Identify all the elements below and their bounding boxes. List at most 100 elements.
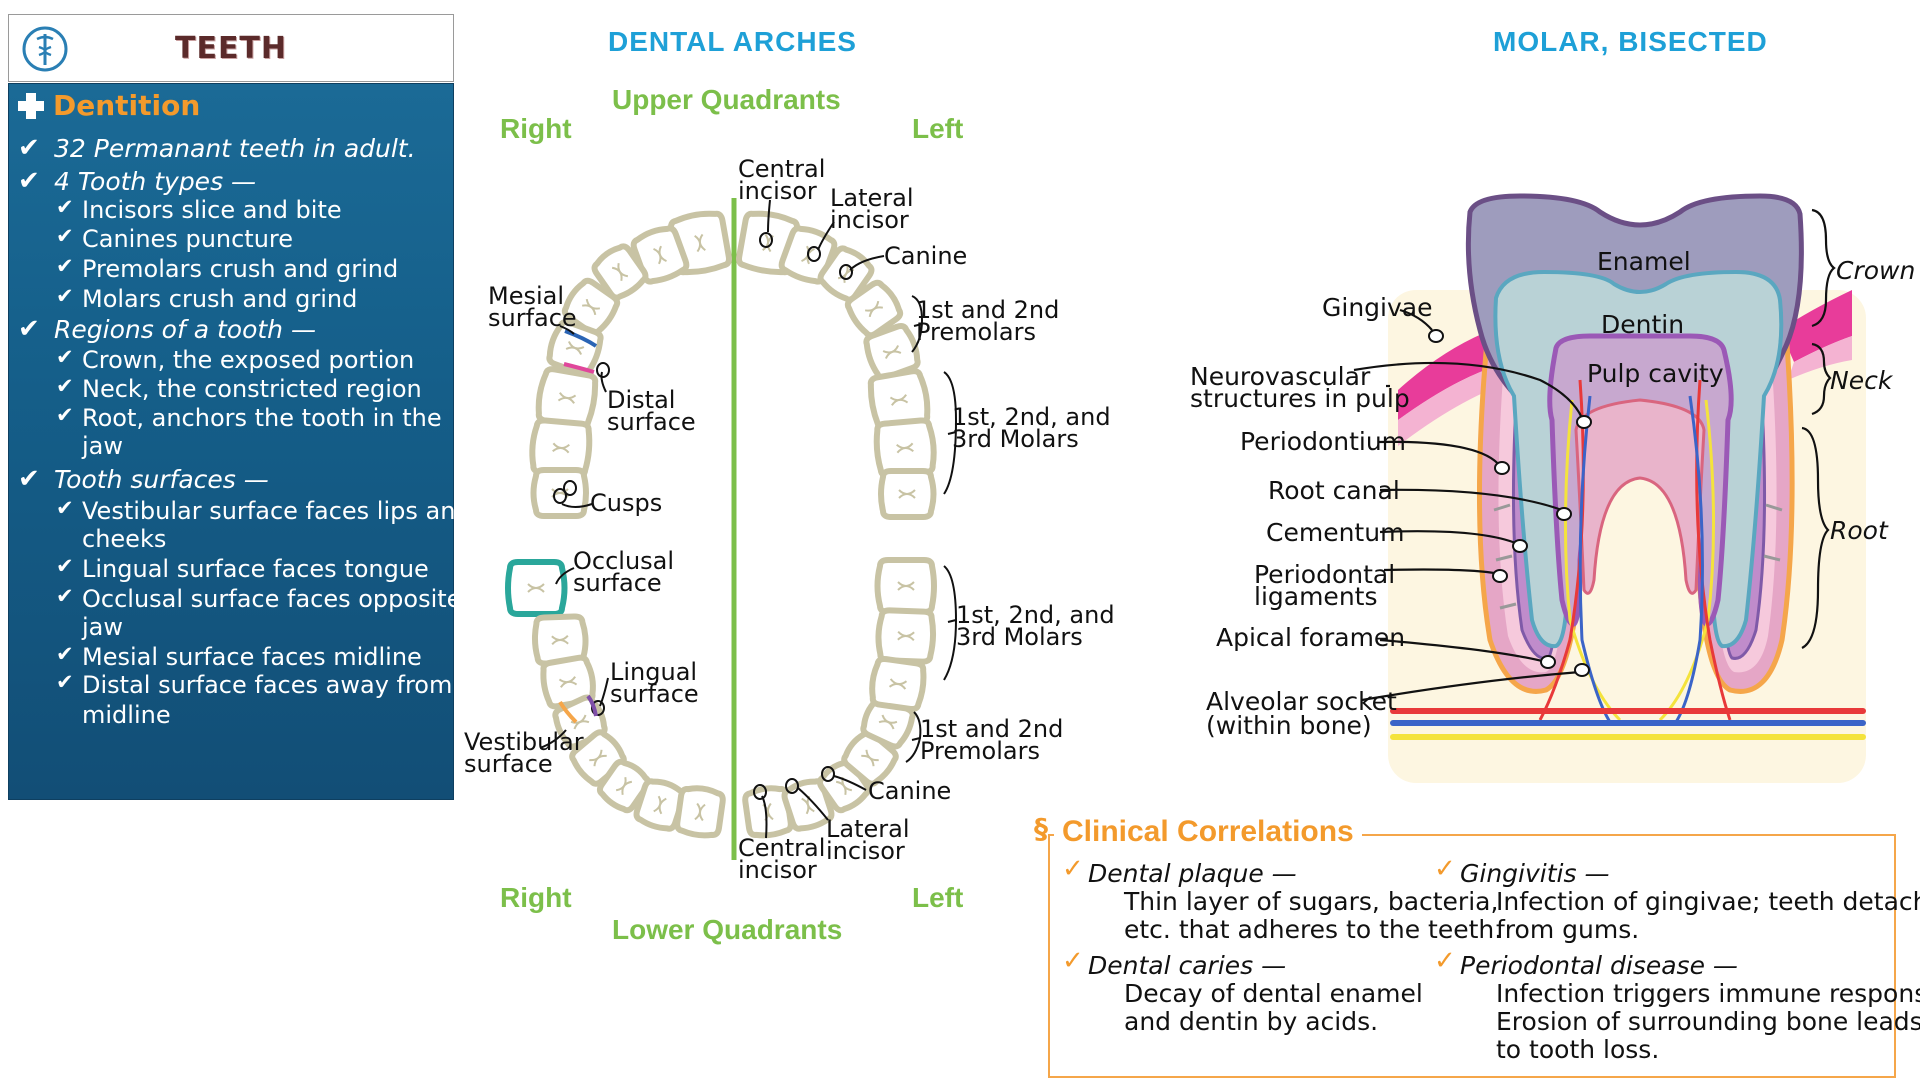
leader-central-incisor-top bbox=[767, 199, 771, 233]
label-canine-bottom: Canine bbox=[868, 777, 952, 805]
note-line: Crown, the exposed portion bbox=[82, 346, 415, 374]
tooth-cusp-mark bbox=[653, 245, 667, 265]
check-icon: ✔ bbox=[56, 345, 74, 369]
label-neck: Neck bbox=[1830, 366, 1893, 395]
check-icon: ✔ bbox=[56, 584, 74, 608]
check-icon: ✔ bbox=[56, 374, 74, 398]
leader-vestibular bbox=[539, 729, 567, 749]
lower-left-label: Left bbox=[912, 882, 964, 913]
bone-vessel-red bbox=[1390, 708, 1866, 714]
note-line: Canines puncture bbox=[82, 225, 294, 253]
vessel-blue bbox=[1578, 395, 1704, 723]
check-icon: ✔ bbox=[18, 166, 40, 196]
tooth-cusp-mark bbox=[565, 341, 585, 355]
gingiva-left bbox=[1398, 333, 1500, 420]
plus-icon bbox=[18, 93, 44, 119]
leader-end bbox=[1576, 415, 1592, 429]
gingiva-right bbox=[1780, 290, 1852, 362]
clinical-description: etc. that adheres to the teeth. bbox=[1124, 915, 1503, 944]
bracket-premolars-top bbox=[911, 295, 924, 353]
check-icon: ✔ bbox=[56, 403, 74, 427]
distal-surface-edge bbox=[563, 362, 595, 374]
clinical-term: Gingivitis — bbox=[1460, 859, 1610, 888]
leader-occlusal bbox=[555, 567, 575, 585]
leader-end bbox=[1556, 507, 1572, 521]
tooth-cusp-mark bbox=[897, 581, 915, 591]
bracket-premolars-bottom bbox=[905, 711, 922, 763]
note-line: 4 Tooth types — bbox=[54, 167, 257, 196]
leader-periodontium bbox=[1377, 440, 1501, 467]
bracket-neck bbox=[1811, 342, 1832, 416]
note-line: 32 Permanant teeth in adult. bbox=[54, 134, 416, 163]
leader-end bbox=[1574, 663, 1590, 677]
note-line-continuation: cheeks bbox=[82, 525, 167, 553]
clinical-description: Infection triggers immune response; bbox=[1496, 979, 1920, 1008]
note-line: Premolars crush and grind bbox=[82, 255, 399, 283]
arch-leader-lines bbox=[539, 199, 958, 839]
leader-cementum bbox=[1379, 530, 1519, 546]
molar-leader-lines bbox=[1353, 208, 1836, 702]
leader-end bbox=[759, 232, 773, 248]
label-enamel: Enamel bbox=[1597, 247, 1691, 276]
tooth-cusp-mark bbox=[589, 749, 607, 767]
molar-heading: MOLAR, BISECTED bbox=[1493, 26, 1768, 57]
bracket-molars-bottom bbox=[943, 565, 958, 681]
note-line: Regions of a tooth — bbox=[54, 315, 316, 344]
leader-distal bbox=[600, 371, 607, 393]
check-icon: ✔ bbox=[56, 224, 74, 248]
tooth-cusp-mark bbox=[897, 631, 915, 641]
clinical-correlations-title: Clinical Correlations bbox=[1054, 815, 1362, 849]
leader-neurovascular bbox=[1353, 361, 1584, 419]
lingual-surface-edge bbox=[586, 694, 598, 717]
note-line: Molars crush and grind bbox=[82, 285, 358, 313]
tooth-cusp-mark bbox=[570, 714, 590, 730]
upper-right-label: Right bbox=[500, 113, 572, 144]
tooth-cusp-mark bbox=[694, 802, 706, 822]
label-alveolar-socket: Alveolar socket(within bone) bbox=[1206, 687, 1397, 740]
title-box: TEETH bbox=[8, 14, 454, 82]
tooth-cusp-mark bbox=[581, 298, 601, 316]
label-cusps: Cusps bbox=[590, 489, 663, 517]
check-icon: ✔ bbox=[56, 496, 74, 520]
note-line: Vestibular surface faces lips and bbox=[82, 497, 471, 525]
leader-end bbox=[807, 246, 821, 262]
leader-end bbox=[821, 766, 835, 782]
check-icon: ✔ bbox=[18, 133, 40, 163]
label-root-canal: Root canal bbox=[1268, 476, 1400, 505]
nerve-yellow bbox=[1563, 399, 1716, 722]
check-icon: ✔ bbox=[56, 254, 74, 278]
leader-lateral-incisor-bottom bbox=[797, 787, 829, 821]
tooth-cusp-mark bbox=[861, 749, 879, 767]
check-icon: ✔ bbox=[56, 195, 74, 219]
leader-end bbox=[596, 362, 610, 378]
label-pulp-cavity: Pulp cavity bbox=[1587, 359, 1724, 388]
tooth-cusp-mark bbox=[882, 345, 902, 359]
leader-end bbox=[839, 264, 853, 280]
leader-end bbox=[1494, 461, 1510, 475]
leader-end bbox=[1428, 329, 1444, 343]
tooth-cusp-mark bbox=[653, 795, 667, 815]
clinical-description: and dentin by acids. bbox=[1124, 1007, 1379, 1036]
clinical-term: Periodontal disease — bbox=[1460, 951, 1738, 980]
tooth-cusp-mark bbox=[551, 635, 569, 645]
check-icon: ✔ bbox=[56, 642, 74, 666]
note-line: Incisors slice and bite bbox=[82, 196, 342, 224]
bone-vessel-blue bbox=[1390, 720, 1866, 726]
note-line: Tooth surfaces — bbox=[54, 465, 269, 494]
label-dentin: Dentin bbox=[1601, 310, 1685, 339]
leader-alveolar-socket bbox=[1361, 670, 1581, 702]
tooth-cusp-mark bbox=[878, 714, 898, 730]
tooth-cusp-mark bbox=[889, 394, 909, 406]
check-icon: ✓ bbox=[1062, 854, 1084, 884]
dental-arches-heading: DENTAL ARCHES bbox=[608, 26, 857, 57]
